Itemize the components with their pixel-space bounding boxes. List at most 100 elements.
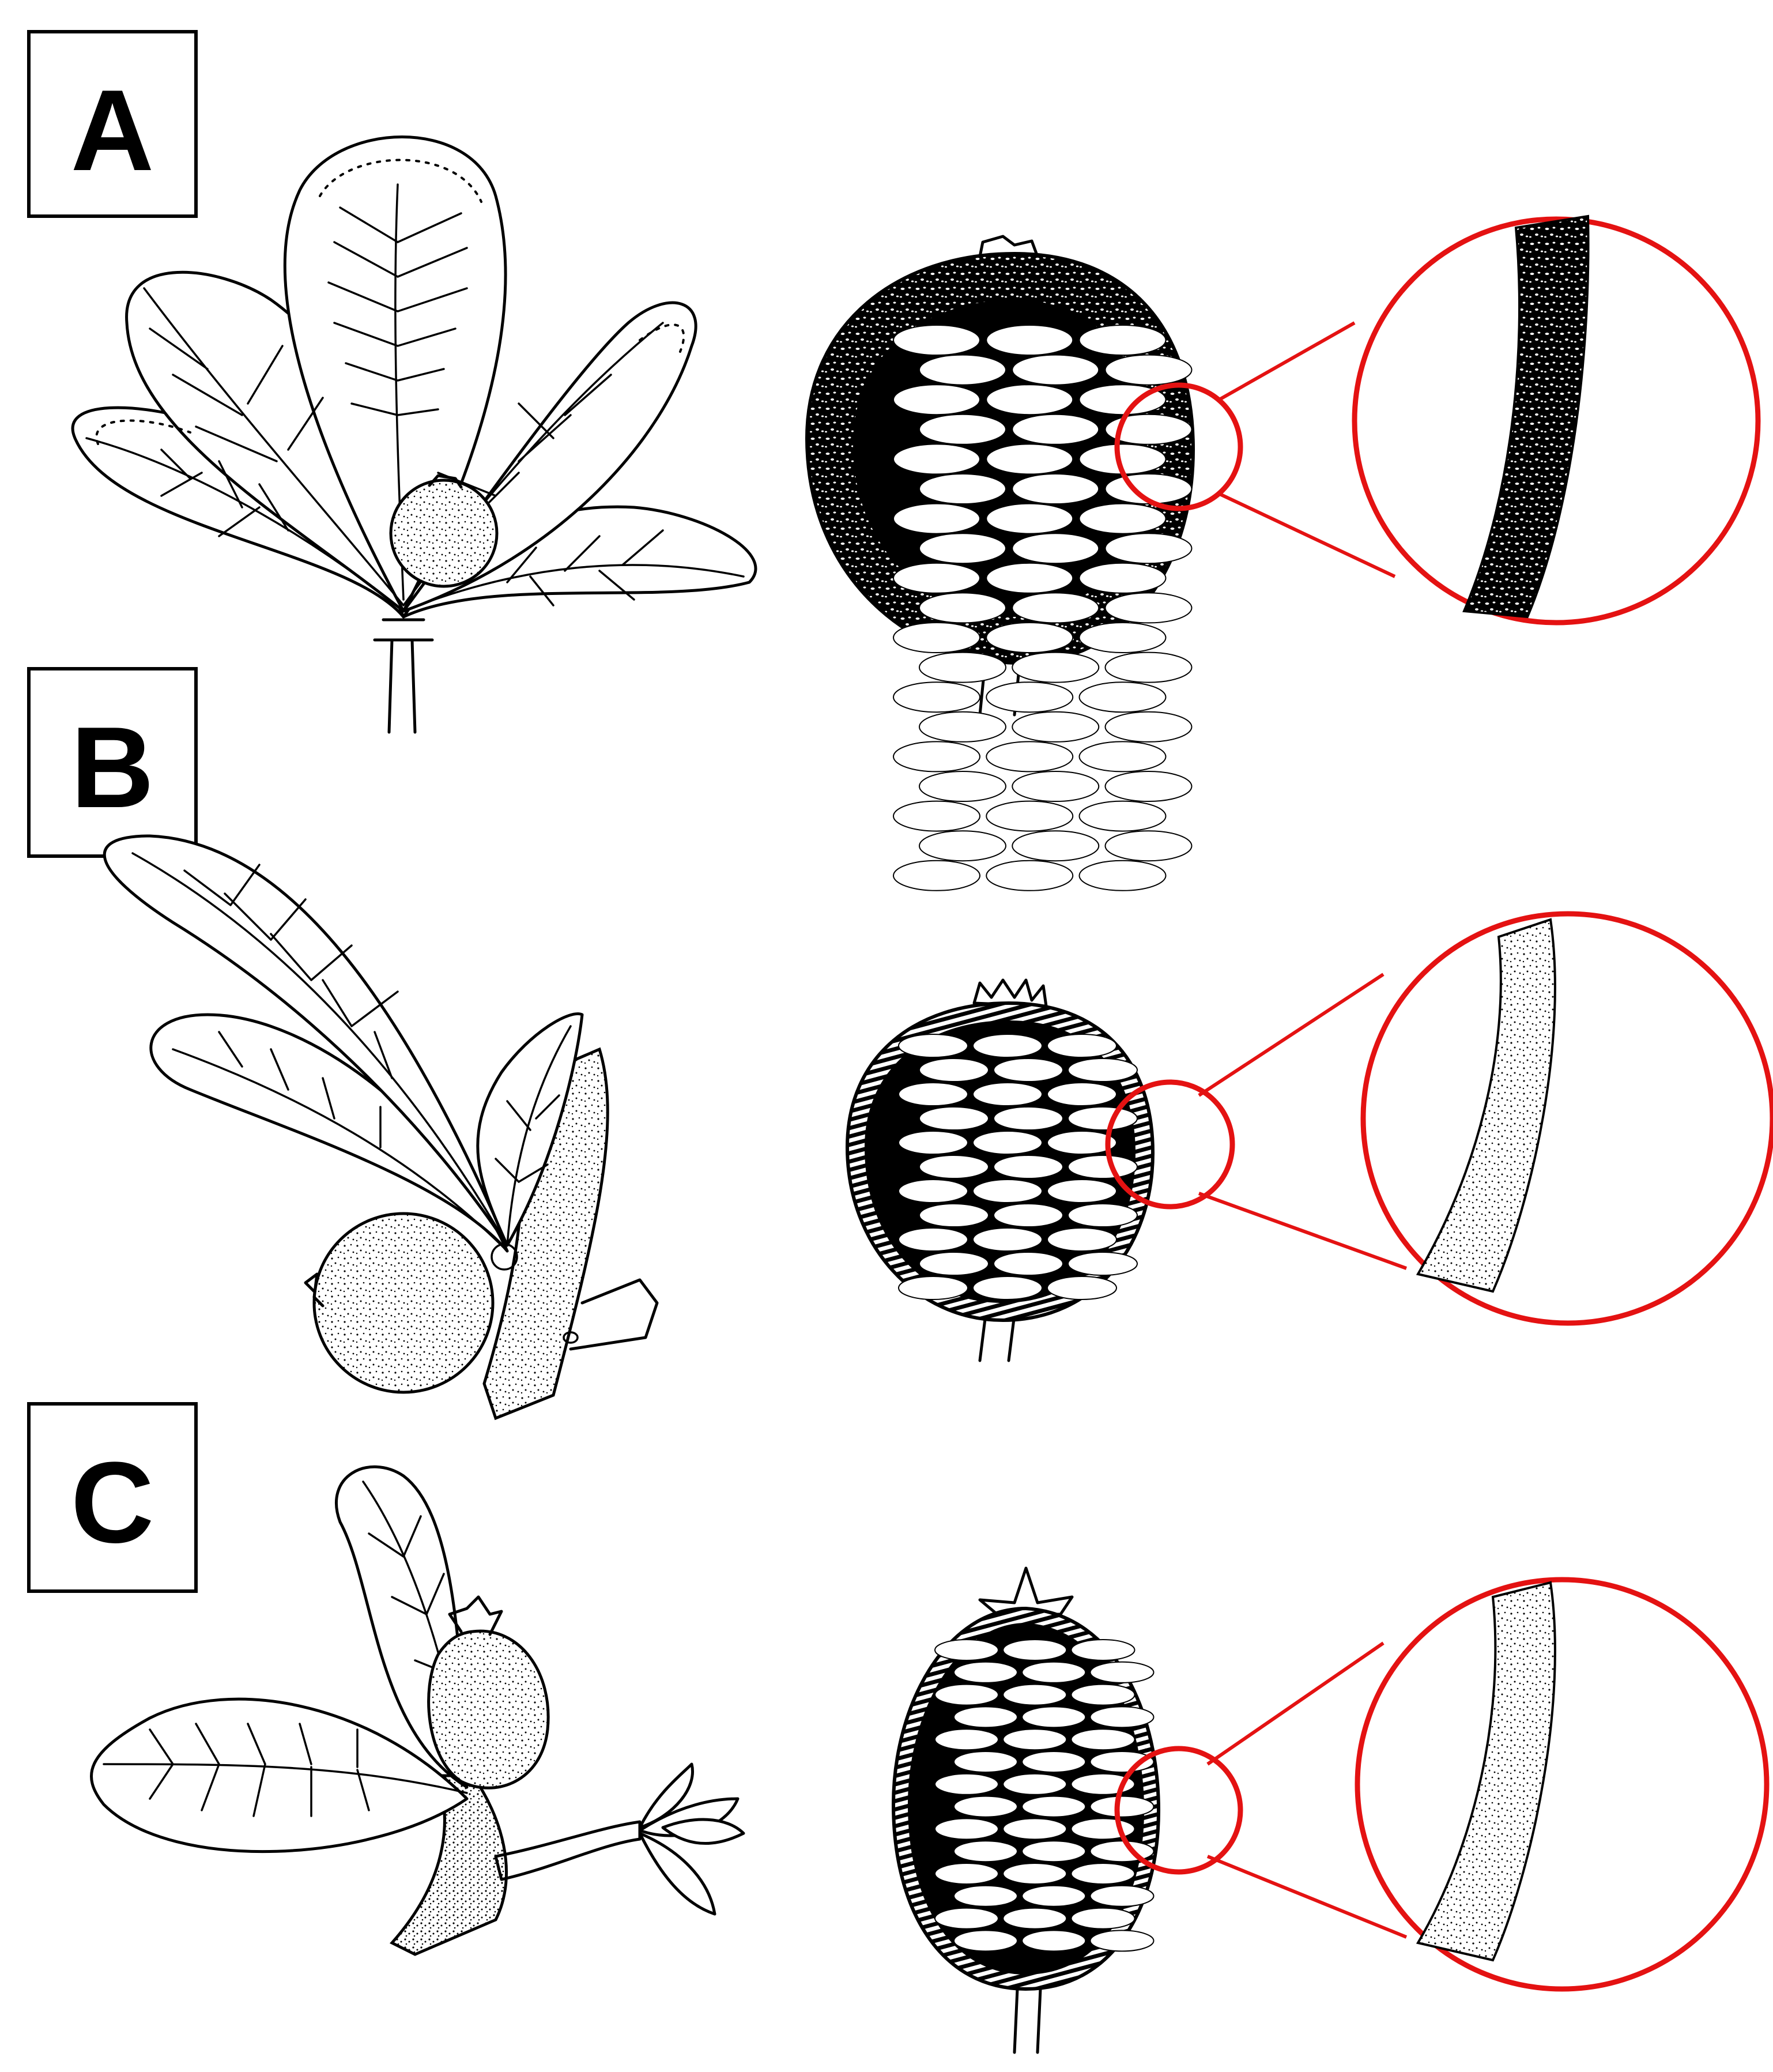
seed (1021, 1751, 1087, 1773)
seed (986, 503, 1074, 534)
seed (893, 622, 980, 653)
seed (1104, 651, 1193, 683)
seed (1002, 1773, 1067, 1795)
leaf-veins (131, 852, 572, 1252)
seed (893, 384, 980, 416)
panel-b-magnifier (1105, 911, 1773, 1326)
panel-c-fruit-section (891, 1566, 1161, 2054)
seed (1089, 1795, 1155, 1818)
seed (919, 1203, 989, 1227)
seed (893, 443, 980, 475)
seed (919, 1058, 989, 1082)
fruit (427, 1629, 550, 1790)
seed (893, 681, 980, 713)
fruit-calyx (304, 1272, 325, 1308)
seed (953, 1661, 1018, 1683)
seed (1078, 384, 1167, 416)
seed (1021, 1930, 1087, 1952)
seed (953, 1795, 1018, 1818)
highlight-circle-large (1360, 911, 1773, 1326)
seed (1089, 1661, 1155, 1683)
seed (953, 1706, 1018, 1728)
seed (1012, 533, 1100, 564)
seed (1012, 771, 1100, 802)
fruit-stalk (978, 1313, 1016, 1362)
seed (1089, 1930, 1155, 1952)
seed (934, 1773, 999, 1795)
seed (898, 1034, 968, 1058)
seed (953, 1930, 1018, 1952)
seed (1067, 1106, 1138, 1131)
seeds (898, 1034, 1138, 1300)
seeds (934, 1639, 1155, 1952)
panel-a-fruit-section (805, 235, 1195, 891)
seed (1047, 1034, 1117, 1058)
seed (919, 1155, 989, 1179)
branch-twig (494, 1820, 642, 1881)
seed (986, 681, 1074, 713)
seed (1078, 741, 1167, 773)
seed (986, 562, 1074, 594)
seeds (893, 325, 1193, 891)
seed (1012, 830, 1100, 862)
seed (919, 413, 1006, 445)
seed (934, 1907, 999, 1930)
panel-c: C (27, 1402, 1770, 2054)
seed (972, 1276, 1043, 1300)
seed (972, 1227, 1043, 1252)
seed (919, 592, 1006, 624)
branch-twig (569, 1278, 659, 1351)
seed (1070, 1907, 1136, 1930)
leaf (103, 834, 509, 1247)
seed (1089, 1706, 1155, 1728)
seed (1047, 1131, 1117, 1155)
leaf-veins (85, 183, 745, 612)
seed (1104, 830, 1193, 862)
seed (1002, 1639, 1067, 1661)
seed (1078, 562, 1167, 594)
seed (993, 1203, 1063, 1227)
seed (919, 473, 1006, 504)
seed (1104, 771, 1193, 802)
seed (1021, 1885, 1087, 1907)
seed (898, 1227, 968, 1252)
seed (893, 860, 980, 891)
seed (1067, 1155, 1138, 1179)
panel-c-label-text: C (71, 1438, 154, 1567)
seed (1078, 503, 1167, 534)
seed (1070, 1728, 1136, 1751)
seed (993, 1155, 1063, 1179)
seed (919, 830, 1006, 862)
panel-b: B (27, 667, 1773, 1421)
twig-leaf (661, 1818, 745, 1845)
seed (1067, 1252, 1138, 1276)
seed (934, 1728, 999, 1751)
seed (1104, 711, 1193, 743)
seed (898, 1131, 968, 1155)
pericarp-detail-band (1462, 214, 1590, 619)
seed (986, 384, 1074, 416)
seed (972, 1082, 1043, 1106)
panel-c-label: C (27, 1402, 198, 1593)
seed (1070, 1863, 1136, 1885)
seed (1067, 1203, 1138, 1227)
seed (986, 622, 1074, 653)
seed (1002, 1863, 1067, 1885)
seed (1012, 592, 1100, 624)
leaf (90, 1697, 469, 1854)
highlight-circle-small (1114, 382, 1243, 511)
panel-b-label-text: B (71, 703, 154, 832)
seed (1047, 1179, 1117, 1203)
seed (972, 1034, 1043, 1058)
highlight-circle-large (1355, 1577, 1770, 1992)
seed (986, 325, 1074, 356)
seed (1104, 354, 1193, 386)
seed (1070, 1639, 1136, 1661)
fruit (389, 479, 499, 588)
seed (1047, 1227, 1117, 1252)
fruit-calyx (448, 1595, 503, 1636)
fruit-calyx (428, 474, 463, 489)
seed (934, 1639, 999, 1661)
seed (919, 533, 1006, 564)
seed (1012, 473, 1100, 504)
